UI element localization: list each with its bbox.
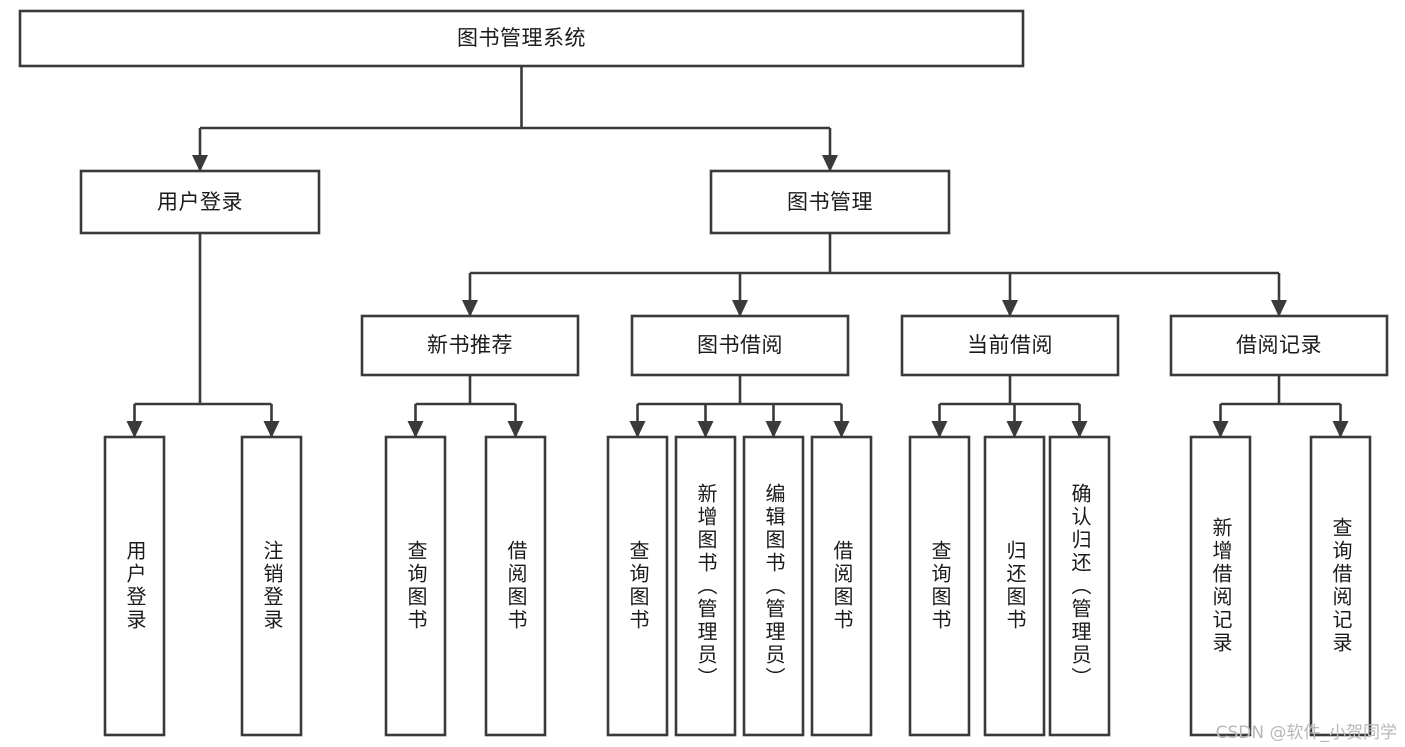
node-box-leaf-query-record[interactable] [1309, 435, 1372, 737]
arrow-book-manage-to-book-borrow [732, 300, 748, 317]
node-box-leaf-query-book-3[interactable] [908, 435, 971, 737]
node-box-leaf-query-book-1[interactable] [384, 435, 447, 737]
node-box-leaf-add-record[interactable] [1189, 435, 1252, 737]
node-box-root[interactable] [18, 9, 1025, 68]
arrow-book-manage-to-new-book-recommend [462, 300, 478, 317]
node-box-leaf-borrow-book-2[interactable] [810, 435, 873, 737]
arrow-new-book-recommend-to-leaf-borrow-book-1 [507, 421, 524, 438]
node-box-leaf-query-book-2[interactable] [606, 435, 669, 737]
arrow-user-login-to-leaf-logout [263, 421, 280, 438]
arrow-book-manage-to-current-borrow [1002, 300, 1018, 317]
node-box-leaf-user-login[interactable] [103, 435, 166, 737]
arrow-user-login-to-leaf-user-login [126, 421, 143, 438]
node-box-leaf-add-book[interactable] [674, 435, 737, 737]
node-box-book-borrow[interactable] [630, 314, 850, 377]
arrow-book-borrow-to-leaf-add-book [697, 421, 714, 438]
node-box-leaf-logout[interactable] [240, 435, 303, 737]
node-box-new-book-recommend[interactable] [360, 314, 580, 377]
node-box-leaf-confirm-return[interactable] [1048, 435, 1111, 737]
connector-layer [126, 66, 1349, 438]
arrow-current-borrow-to-leaf-confirm-return [1071, 421, 1088, 438]
arrow-borrow-record-to-leaf-query-record [1332, 421, 1349, 438]
arrow-book-borrow-to-leaf-query-book-2 [629, 421, 646, 438]
node-box-user-login[interactable] [79, 169, 321, 235]
arrow-borrow-record-to-leaf-add-record [1212, 421, 1229, 438]
arrow-book-manage-to-borrow-record [1271, 300, 1287, 317]
arrow-root-to-book-manage [822, 155, 838, 172]
arrow-root-to-user-login [192, 155, 208, 172]
arrow-current-borrow-to-leaf-query-book-3 [931, 421, 948, 438]
arrow-book-borrow-to-leaf-borrow-book-2 [833, 421, 850, 438]
node-box-borrow-record[interactable] [1169, 314, 1389, 377]
node-box-leaf-borrow-book-1[interactable] [484, 435, 547, 737]
box-layer [18, 9, 1389, 737]
arrow-new-book-recommend-to-leaf-query-book-1 [407, 421, 424, 438]
arrow-book-borrow-to-leaf-edit-book [765, 421, 782, 438]
arrow-current-borrow-to-leaf-return-book [1006, 421, 1023, 438]
node-box-book-manage[interactable] [709, 169, 951, 235]
node-box-leaf-return-book[interactable] [983, 435, 1046, 737]
node-box-current-borrow[interactable] [900, 314, 1120, 377]
node-box-leaf-edit-book[interactable] [742, 435, 805, 737]
